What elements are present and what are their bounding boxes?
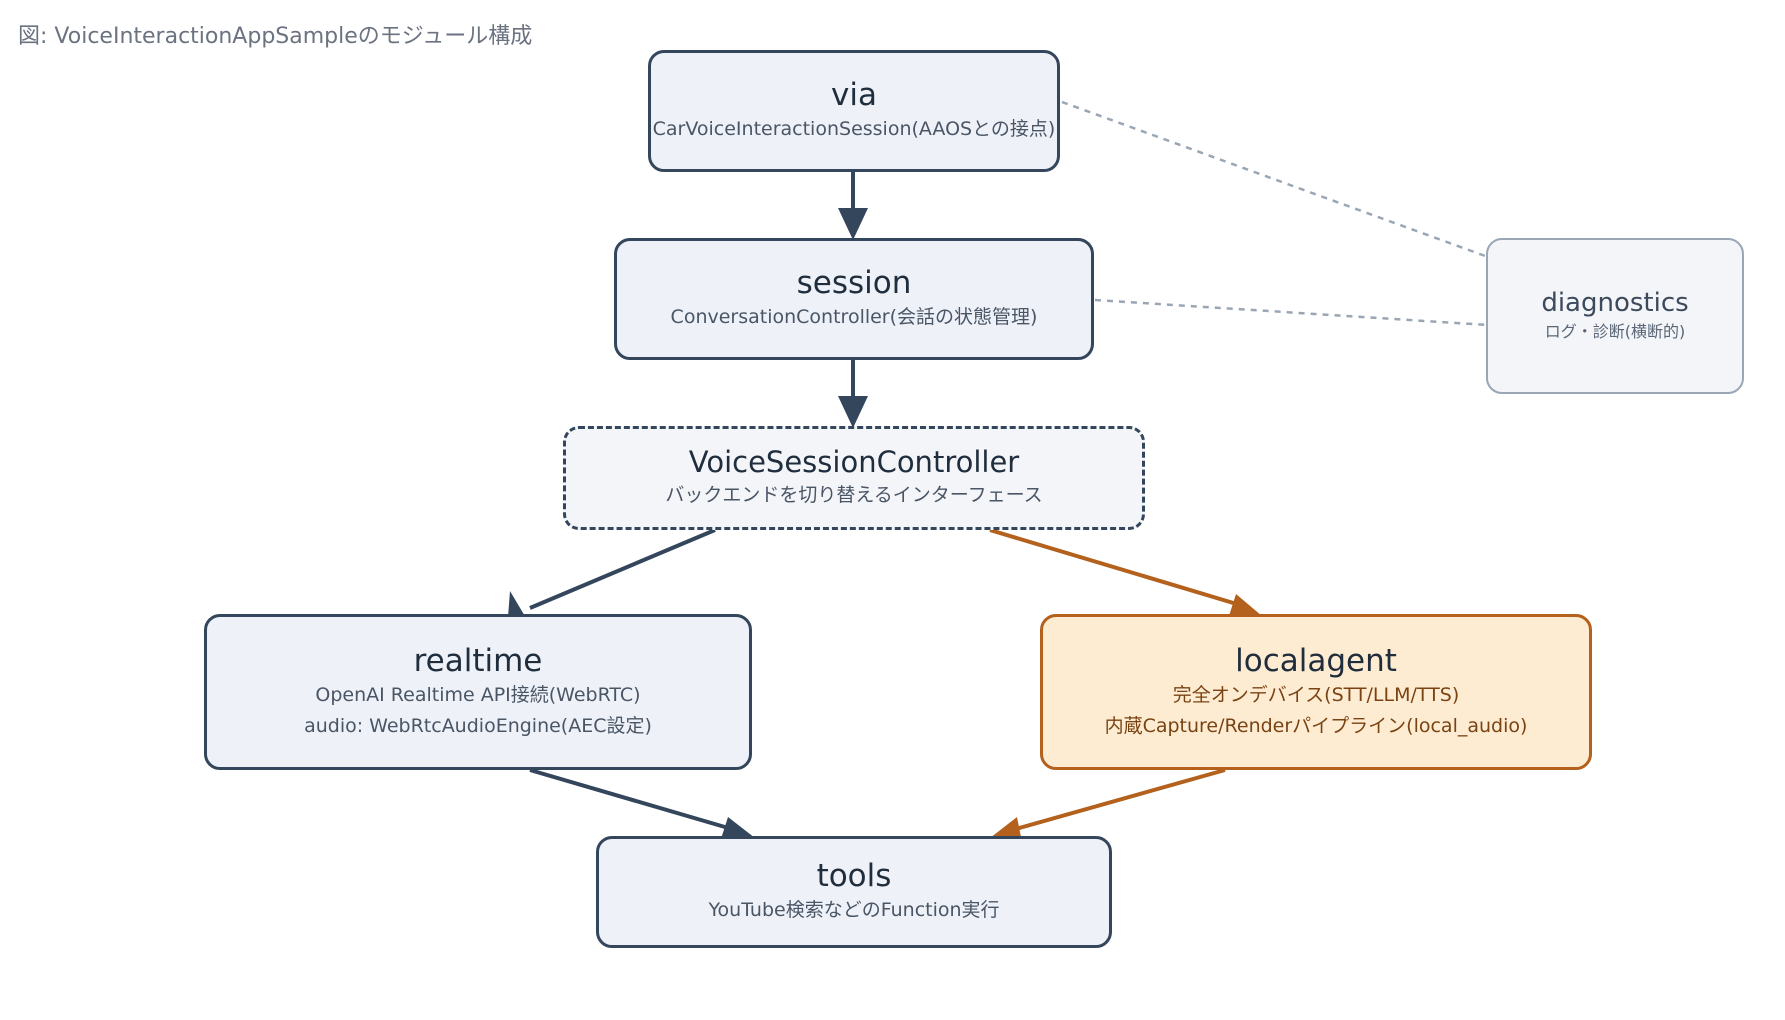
node-realtime[interactable]: realtime OpenAI Realtime API接続(WebRTC) a… <box>204 614 752 770</box>
node-session-title: session <box>796 265 912 302</box>
node-diagnostics-desc: ログ・診断(横断的) <box>1544 321 1686 341</box>
node-localagent[interactable]: localagent 完全オンデバイス(STT/LLM/TTS) 内蔵Captu… <box>1040 614 1592 770</box>
node-tools-title: tools <box>816 858 892 895</box>
edge-realtime-tools <box>529 768 755 842</box>
node-via[interactable]: via CarVoiceInteractionSession(AAOSとの接点) <box>648 50 1060 172</box>
edge-via-session <box>838 172 868 240</box>
node-tools-desc: YouTube検索などのFunction実行 <box>708 899 1000 922</box>
node-realtime-title: realtime <box>413 643 543 680</box>
node-via-desc: CarVoiceInteractionSession(AAOSとの接点) <box>652 118 1056 141</box>
node-via-title: via <box>831 77 877 114</box>
node-diagnostics[interactable]: diagnostics ログ・診断(横断的) <box>1486 238 1744 394</box>
node-session-desc: ConversationController(会話の状態管理) <box>670 306 1038 329</box>
node-controller-desc: バックエンドを切り替えるインターフェース <box>665 484 1043 507</box>
edge-via-diagnostics <box>1061 100 1489 259</box>
node-voice-session-controller[interactable]: VoiceSessionController バックエンドを切り替えるインターフ… <box>563 426 1145 530</box>
node-realtime-desc-1: OpenAI Realtime API接続(WebRTC) <box>315 684 641 707</box>
diagram-caption: 図: VoiceInteractionAppSampleのモジュール構成 <box>18 24 533 49</box>
node-localagent-desc-1: 完全オンデバイス(STT/LLM/TTS) <box>1172 684 1460 707</box>
node-session[interactable]: session ConversationController(会話の状態管理) <box>614 238 1094 360</box>
node-tools[interactable]: tools YouTube検索などのFunction実行 <box>596 836 1112 948</box>
node-diagnostics-title: diagnostics <box>1541 287 1689 318</box>
node-controller-title: VoiceSessionController <box>688 445 1020 480</box>
node-realtime-desc-2: audio: WebRtcAudioEngine(AEC設定) <box>304 714 652 737</box>
edge-session-diagnostics <box>1094 298 1489 327</box>
edge-localagent-tools <box>990 768 1226 842</box>
edge-controller-localagent <box>989 528 1262 619</box>
edge-controller-realtime <box>508 528 716 618</box>
node-localagent-desc-2: 内蔵Capture/Renderパイプライン(local_audio) <box>1104 714 1528 737</box>
node-localagent-title: localagent <box>1235 643 1397 680</box>
edge-session-controller <box>838 360 868 428</box>
